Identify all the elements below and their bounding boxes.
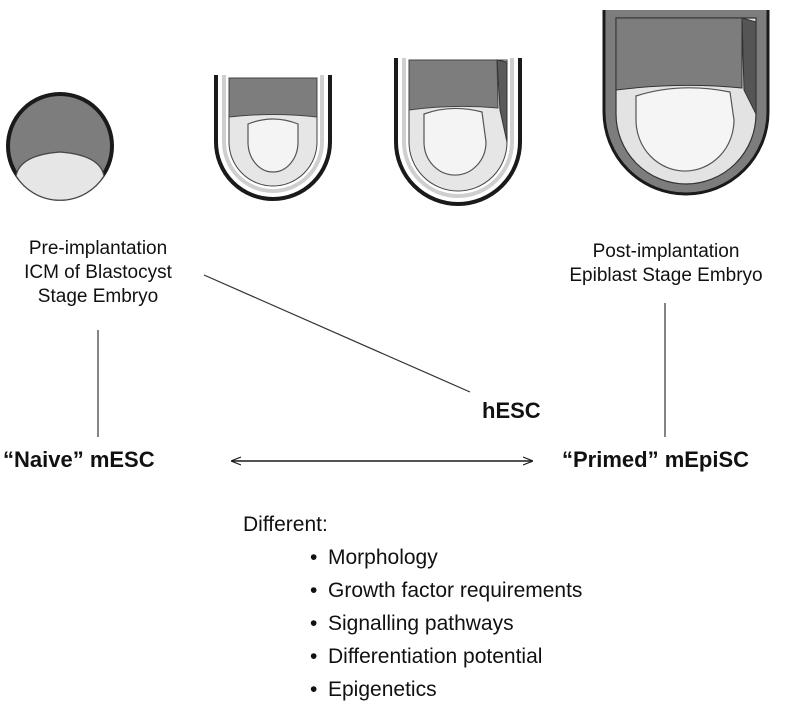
differences-heading: Different: bbox=[243, 513, 328, 536]
blastocyst-embryo bbox=[6, 92, 114, 201]
pre-implantation-label: Pre-implantation ICM of Blastocyst Stage… bbox=[0, 237, 196, 309]
difference-item-text: Signalling pathways bbox=[328, 612, 514, 635]
bullet-icon: • bbox=[310, 579, 318, 602]
egg-cylinder-embryo-late bbox=[602, 10, 770, 196]
difference-item: • Signalling pathways bbox=[310, 607, 582, 640]
egg-cylinder-embryo-early bbox=[214, 75, 332, 201]
egg-cylinder-embryo-mid bbox=[394, 58, 522, 206]
differences-list: •Morphology •Growth factor requirements … bbox=[243, 541, 582, 706]
difference-item: • Epigenetics bbox=[310, 673, 582, 706]
difference-item: • Differentiation potential bbox=[310, 640, 582, 673]
bullet-icon: • bbox=[310, 678, 318, 701]
bullet-icon: • bbox=[310, 645, 318, 668]
post-implantation-line-1: Post-implantation bbox=[592, 241, 740, 262]
naive-mesc-label: “Naive” mESC bbox=[3, 447, 155, 472]
pre-implantation-line-2: ICM of Blastocyst bbox=[24, 262, 172, 283]
difference-item-text: Epigenetics bbox=[328, 678, 437, 701]
bullet-icon: • bbox=[310, 612, 318, 635]
difference-item: • Morphology bbox=[310, 541, 582, 574]
connector-pre-to-hesc bbox=[203, 274, 471, 393]
pre-implantation-line-1: Pre-implantation bbox=[28, 238, 168, 259]
difference-item: • Growth factor requirements bbox=[310, 574, 582, 607]
pre-implantation-line-3: Stage Embryo bbox=[37, 286, 159, 307]
bullet-icon: • bbox=[310, 546, 318, 569]
primed-mepisc-label: “Primed” mEpiSC bbox=[562, 447, 750, 472]
difference-item-text: Morphology bbox=[328, 546, 438, 569]
post-implantation-line-2: Epiblast Stage Embryo bbox=[569, 265, 763, 286]
difference-item-text: Differentiation potential bbox=[328, 645, 543, 668]
hesc-label: hESC bbox=[482, 398, 541, 423]
differences-block: Different: • Morphology • Growth factor re… bbox=[243, 508, 582, 706]
post-implantation-label: Post-implantation Epiblast Stage Embryo bbox=[548, 240, 784, 288]
difference-item-text: Growth factor requirements bbox=[328, 579, 583, 602]
